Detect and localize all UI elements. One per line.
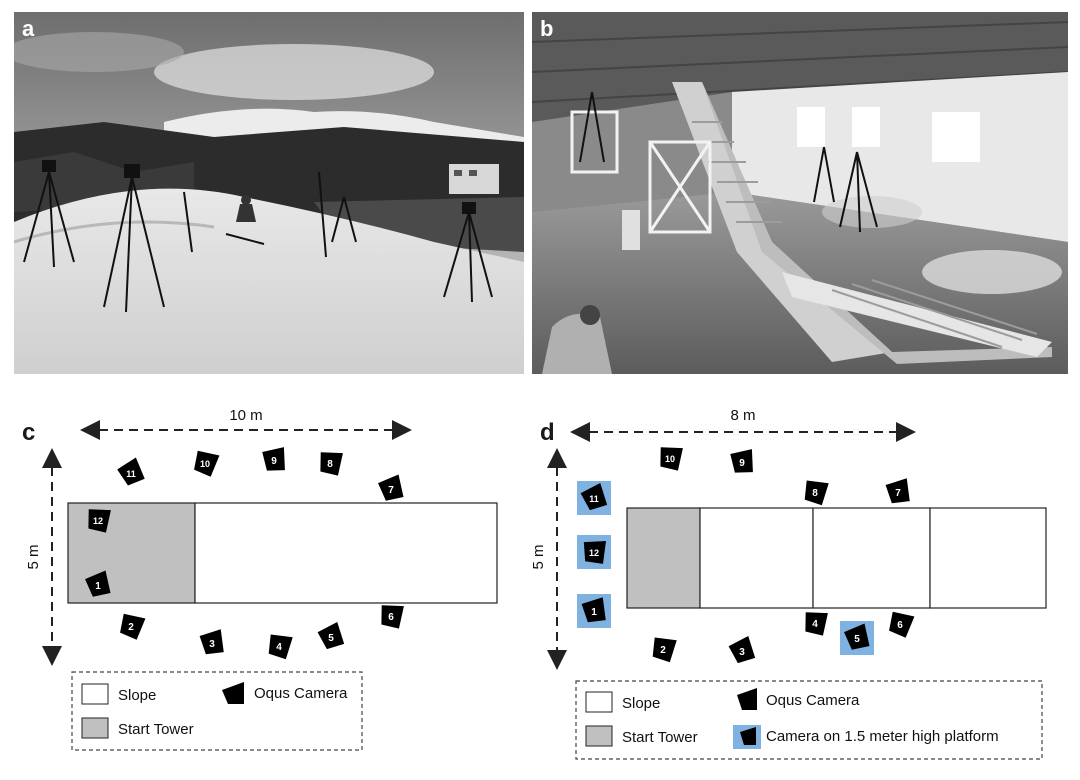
camera-label-d-4: 4 [812,619,818,630]
camera-label-c-2: 2 [128,622,134,633]
photo-a-outdoor-slope [14,12,524,374]
camera-icon-d-4 [805,612,828,636]
legend-slope-label-d: Slope [622,695,660,712]
panel-label-b: b [540,16,554,41]
camera-icon-c-5 [317,621,345,650]
legend-start-tower-swatch-d [585,725,613,747]
camera-label-d-11: 11 [589,494,599,504]
camera-label-c-9: 9 [271,456,277,467]
start-tower-d [626,507,701,609]
camera-label-d-1: 1 [591,607,597,618]
camera-label-c-10: 10 [200,459,210,469]
camera-icon-d-8 [804,480,829,506]
camera-label-d-7: 7 [895,488,901,499]
photo-b-indoor-lab [532,12,1068,374]
camera-label-c-6: 6 [388,612,394,623]
legend-camera-icon-c [222,682,244,704]
camera-label-d-3: 3 [739,647,745,658]
legend-box-d [575,680,1043,760]
camera-label-d-9: 9 [739,458,745,469]
height-label-c: 5 m [25,544,42,569]
legend-start-tower-swatch-c [81,717,109,739]
slope-d-section-2 [812,507,931,609]
camera-icon-c-12 [88,509,111,533]
camera-icon-c-6 [381,605,404,629]
legend-camera-label-d: Oqus Camera [766,692,860,709]
camera-icon-d-9 [730,449,753,473]
camera-icon-d-10 [660,447,683,471]
legend-start-tower-label-c: Start Tower [118,721,194,738]
camera-label-d-12: 12 [589,548,599,558]
slope-d-section-3 [929,507,1047,609]
camera-icon-d-7 [885,478,910,504]
legend-slope-swatch-c [81,683,109,705]
legend-camera-label-c: Oqus Camera [254,685,348,702]
camera-icon-d-6 [889,611,915,638]
camera-label-c-7: 7 [388,485,394,496]
camera-icon-d-5 [844,623,870,650]
camera-icon-d-2 [652,637,677,663]
legend-start-tower-label-d: Start Tower [622,729,698,746]
camera-icon-c-3 [199,629,224,655]
slope-c [194,502,498,604]
legend-platform-label-d: Camera on 1.5 meter high platform [766,728,999,745]
camera-icon-d-1 [581,597,606,623]
camera-label-c-4: 4 [276,642,282,653]
width-label-c: 10 m [229,407,262,424]
camera-label-d-10: 10 [665,454,675,464]
camera-icon-d-12 [583,541,607,564]
camera-label-d-8: 8 [812,488,818,499]
panel-label-d: d [540,419,555,446]
legend-camera-icon-d [737,688,757,710]
camera-label-c-8: 8 [327,459,333,470]
camera-icon-c-2 [120,613,146,640]
camera-label-c-5: 5 [328,633,334,644]
camera-icon-c-4 [268,634,293,660]
legend-box-c [71,671,363,751]
panel-label-a: a [22,16,35,41]
camera-icon-c-7 [378,474,404,501]
legend-platform-camera-icon-d [740,727,756,745]
start-tower-c [67,502,196,604]
panel-label-c: c [22,419,35,446]
camera-icon-c-11 [117,457,145,486]
width-label-d: 8 m [730,407,755,424]
legend-slope-swatch-d [585,691,613,713]
camera-icon-d-11 [580,482,608,511]
camera-icon-d-3 [728,635,756,664]
legend-slope-label-c: Slope [118,687,156,704]
slope-d-section-1 [699,507,814,609]
camera-icon-c-10 [194,450,220,477]
camera-icon-c-1 [85,570,111,597]
camera-label-c-1: 1 [95,581,101,592]
camera-label-c-3: 3 [209,639,215,650]
camera-label-d-6: 6 [897,620,903,631]
height-label-d: 5 m [530,544,547,569]
camera-icon-c-9 [262,447,285,471]
camera-label-d-5: 5 [854,634,860,645]
camera-label-c-12: 12 [93,516,103,526]
camera-icon-c-8 [320,452,343,476]
camera-label-c-11: 11 [126,469,136,479]
camera-label-d-2: 2 [660,645,666,656]
